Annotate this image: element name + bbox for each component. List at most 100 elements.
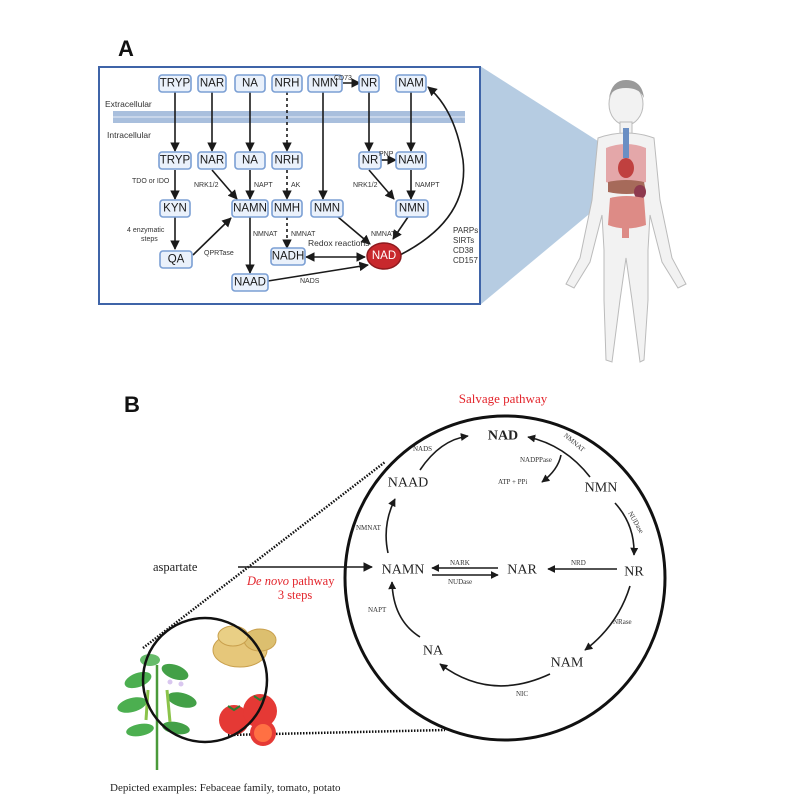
node-naad: NAAD (231, 273, 269, 292)
node-nar: NAR (197, 151, 227, 170)
node-nmn-left: NMN (310, 199, 344, 218)
panel-b-letter: B (124, 392, 140, 417)
enzyme-b-nmnat-left: NMNAT (356, 524, 382, 532)
svg-text:NRH: NRH (275, 155, 300, 167)
svg-text:NR: NR (361, 78, 378, 90)
enzyme-b-nadppase: NADPPase (520, 456, 552, 464)
cycle-node-nmn: NMN (585, 481, 618, 496)
svg-text:NA: NA (242, 78, 258, 90)
cycle-node-nad: NAD (488, 429, 518, 444)
enzyme-pnp: PNP (379, 151, 394, 158)
svg-text:NAR: NAR (200, 155, 224, 167)
enzyme-b-nic: NIC (516, 690, 528, 698)
node-nmn-right: NMN (395, 199, 429, 218)
svg-text:KYN: KYN (163, 203, 187, 215)
de-novo-label: De novo pathway (246, 574, 335, 588)
enzyme-nmnat-1: NMNAT (253, 231, 278, 238)
aspartate-label: aspartate (153, 560, 198, 574)
stomach (634, 185, 646, 199)
svg-text:TRYP: TRYP (160, 78, 191, 90)
enzyme-nrk-right: NRK1/2 (353, 182, 378, 189)
node-nrh: NRH (271, 151, 303, 170)
panel-b-arrows (385, 433, 639, 687)
hair (609, 80, 644, 98)
svg-text:NAAD: NAAD (234, 277, 266, 289)
enzyme-cd73: CD73 (334, 75, 352, 82)
svg-text:NAM: NAM (398, 78, 424, 90)
enzyme-nmnat-3: NMNAT (371, 231, 396, 238)
node-na: NA (234, 151, 266, 170)
human-body-illustration (565, 80, 687, 363)
label-steps: steps (141, 236, 158, 243)
svg-text:NAD: NAD (372, 250, 396, 262)
enzyme-b-nrd: NRD (571, 559, 586, 567)
heart (618, 158, 634, 178)
node-ext-na: NA (234, 74, 266, 93)
svg-text:QA: QA (168, 254, 185, 266)
cycle-node-na: NA (423, 644, 444, 659)
salvage-pathway-title: Salvage pathway (459, 391, 548, 406)
svg-text:NAM: NAM (398, 155, 424, 167)
svg-text:NR: NR (362, 155, 379, 167)
enzyme-napt: NAPT (254, 182, 273, 189)
svg-text:NMN: NMN (314, 203, 340, 215)
enzyme-tdo-ido: TDO or IDO (132, 178, 170, 185)
trachea (623, 128, 629, 158)
svg-text:NMH: NMH (274, 203, 300, 215)
node-nmh: NMH (271, 199, 303, 218)
panel-a-arrows (170, 78, 465, 282)
cycle-node-nr: NR (624, 565, 644, 580)
consumer-sirts: SIRTs (453, 236, 474, 245)
extracellular-label: Extracellular (105, 99, 152, 109)
node-nam: NAM (395, 151, 427, 170)
svg-text:NA: NA (242, 155, 258, 167)
enzyme-b-nads: NADS (413, 445, 432, 453)
node-ext-nrh: NRH (271, 74, 303, 93)
consumer-parps: PARPs (453, 226, 478, 235)
bean-plant (117, 654, 197, 770)
node-qa: QA (159, 250, 193, 269)
consumer-cd38: CD38 (453, 246, 474, 255)
label-atp-ppi: ATP + PPi (498, 478, 527, 486)
node-nr: NR (358, 151, 382, 170)
label-redox-reactions: Redox reactions (308, 238, 369, 248)
salvage-cycle-circle (343, 414, 667, 742)
intracellular-label: Intracellular (107, 130, 151, 140)
node-ext-nar: NAR (197, 74, 227, 93)
caption: Depicted examples: Febaceae family, toma… (110, 782, 341, 794)
zoom-projection (480, 66, 612, 305)
enzyme-nrk-left: NRK1/2 (194, 182, 219, 189)
de-novo-steps: 3 steps (278, 588, 313, 602)
node-namn: NAMN (231, 199, 269, 218)
enzyme-nmnat-2: NMNAT (291, 231, 316, 238)
food-illustrations (117, 616, 277, 770)
enzyme-b-nudase-mid: NUDase (448, 578, 472, 586)
node-nad: NAD (366, 242, 402, 270)
svg-text:NAR: NAR (200, 78, 224, 90)
enzyme-nampt: NAMPT (415, 182, 440, 189)
node-ext-nmn: NMN (307, 74, 343, 93)
consumer-cd157: CD157 (453, 256, 478, 265)
nad-consumers: PARPs SIRTs CD38 CD157 (453, 226, 478, 265)
zoom-line-top (142, 461, 386, 649)
node-ext-tryp: TRYP (158, 74, 192, 93)
node-ext-nam: NAM (395, 74, 427, 93)
svg-text:NMN: NMN (399, 203, 425, 215)
intestines (608, 196, 646, 229)
node-ext-nr: NR (358, 74, 380, 93)
svg-text:TRYP: TRYP (160, 155, 191, 167)
enzyme-b-nark: NARK (450, 559, 470, 567)
enzyme-b-napt: NAPT (368, 606, 387, 614)
cycle-node-nam: NAM (551, 656, 584, 671)
cycle-node-naad: NAAD (388, 476, 428, 491)
enzyme-ak: AK (291, 182, 301, 189)
enzyme-nads: NADS (300, 278, 320, 285)
food-zoom-circle (141, 616, 269, 744)
cycle-node-nar: NAR (507, 563, 537, 578)
label-4-enzymatic: 4 enzymatic (127, 227, 165, 234)
panel-a-letter: A (118, 36, 134, 61)
svg-text:NRH: NRH (275, 78, 300, 90)
node-tryp: TRYP (158, 151, 192, 170)
node-kyn: KYN (159, 199, 191, 218)
